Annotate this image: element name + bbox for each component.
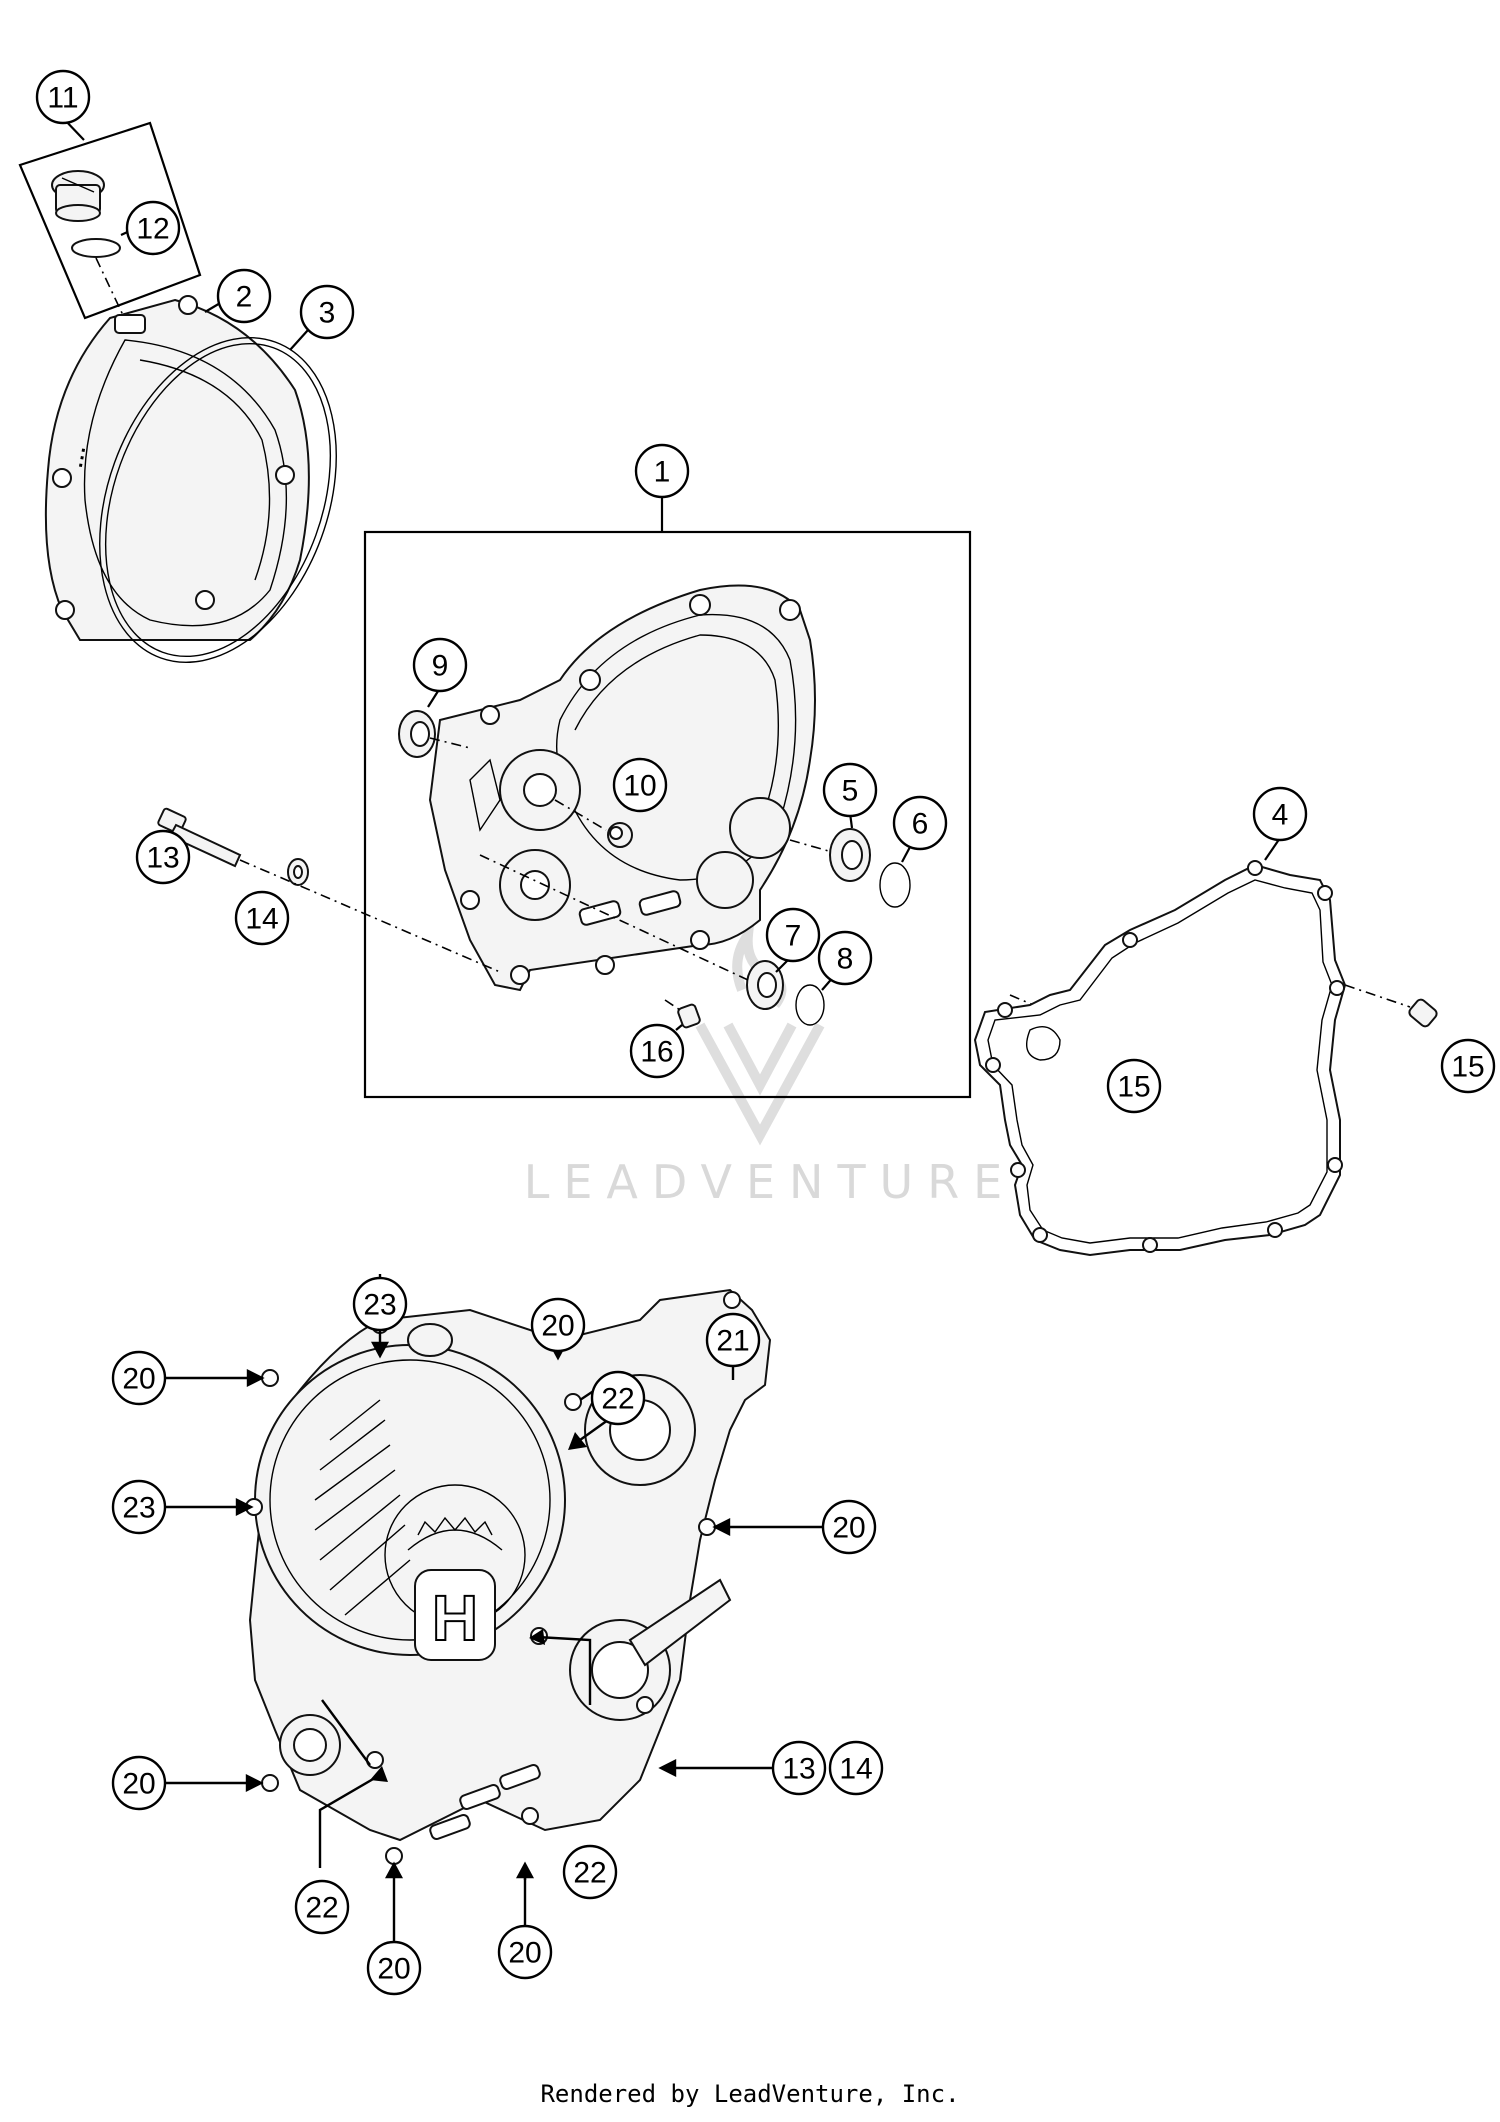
callout-4: 4 xyxy=(1252,786,1308,842)
circlip-6 xyxy=(879,862,911,908)
svg-text:13: 13 xyxy=(782,1753,815,1786)
callout-8: 8 xyxy=(817,930,873,986)
callout-9: 9 xyxy=(412,637,468,693)
svg-text:2: 2 xyxy=(236,281,253,314)
callout-14-bottom: 14 xyxy=(828,1740,884,1796)
callout-22-left-bottom: 22 xyxy=(294,1879,350,1935)
callout-20-left-bottom: 20 xyxy=(111,1755,167,1811)
svg-text:10: 10 xyxy=(623,770,656,803)
svg-text:23: 23 xyxy=(363,1289,396,1322)
circlip-8 xyxy=(795,984,825,1026)
callout-12: 12 xyxy=(125,200,181,256)
shaft-seal-7 xyxy=(479,854,784,1010)
dowel-15b xyxy=(1344,984,1438,1028)
bolt-13 xyxy=(157,807,242,868)
svg-text:20: 20 xyxy=(541,1310,574,1343)
callout-2: 2 xyxy=(216,268,272,324)
callout-3: 3 xyxy=(299,284,355,340)
svg-text:20: 20 xyxy=(122,1363,155,1396)
svg-text:23: 23 xyxy=(122,1492,155,1525)
callout-11: 11 xyxy=(35,69,91,125)
cover-gasket-3 xyxy=(99,337,337,663)
svg-text:22: 22 xyxy=(601,1383,634,1416)
clutch-cover-exterior: H xyxy=(245,1288,772,1865)
cover-gasket-4 xyxy=(973,860,1347,1257)
svg-text:15: 15 xyxy=(1451,1051,1484,1084)
callout-20-left-top: 20 xyxy=(111,1350,167,1406)
callout-6: 6 xyxy=(892,795,948,851)
svg-text:7: 7 xyxy=(785,920,802,953)
clutch-cover-assembly-box xyxy=(363,497,972,1099)
callout-13-top: 13 xyxy=(135,829,191,885)
footer-credit: Rendered by LeadVenture, Inc. xyxy=(540,2080,959,2108)
svg-text:11: 11 xyxy=(47,82,78,115)
svg-text:5: 5 xyxy=(842,775,859,808)
svg-text:3: 3 xyxy=(319,297,336,330)
svg-text:13: 13 xyxy=(146,842,179,875)
svg-text:8: 8 xyxy=(837,943,854,976)
callout-15-right: 15 xyxy=(1440,1038,1496,1094)
callout-15-left: 15 xyxy=(1106,1058,1162,1114)
svg-text:22: 22 xyxy=(305,1892,338,1925)
svg-text:14: 14 xyxy=(245,903,278,936)
callout-22-right-bottom: 22 xyxy=(562,1844,618,1900)
svg-text:6: 6 xyxy=(912,808,929,841)
svg-text:▪ ▪ ▪: ▪ ▪ ▪ xyxy=(73,447,90,469)
callout-21: 21 xyxy=(705,1312,761,1368)
shaft-seal-9 xyxy=(398,710,471,758)
washer-14 xyxy=(287,858,309,886)
svg-text:12: 12 xyxy=(136,213,169,246)
callout-23-left: 23 xyxy=(111,1479,167,1535)
callout-14-top: 14 xyxy=(234,890,290,946)
bushing-10 xyxy=(554,799,633,848)
svg-text:20: 20 xyxy=(377,1953,410,1986)
callout-20-top: 20 xyxy=(530,1297,586,1353)
svg-text:20: 20 xyxy=(508,1937,541,1970)
callout-20-bottom-right: 20 xyxy=(497,1924,553,1980)
watermark-text: LEADVENTURE xyxy=(524,1155,1017,1209)
svg-text:9: 9 xyxy=(432,650,449,683)
outer-clutch-cover: ▪ ▪ ▪ xyxy=(44,295,310,641)
svg-text:21: 21 xyxy=(716,1325,749,1358)
shaft-seal-5 xyxy=(789,828,871,882)
callout-16: 16 xyxy=(629,1023,685,1079)
brand-logo: H xyxy=(384,1484,526,1661)
callout-10: 10 xyxy=(612,757,668,813)
svg-text:1: 1 xyxy=(654,456,671,489)
callout-5: 5 xyxy=(822,762,878,818)
svg-text:20: 20 xyxy=(122,1768,155,1801)
callout-20-right: 20 xyxy=(821,1499,877,1555)
svg-text:H: H xyxy=(432,1582,478,1654)
svg-text:15: 15 xyxy=(1117,1071,1150,1104)
svg-text:22: 22 xyxy=(573,1857,606,1890)
svg-text:16: 16 xyxy=(640,1036,673,1069)
plug-16 xyxy=(664,999,701,1029)
svg-text:20: 20 xyxy=(832,1512,865,1545)
o-ring-12 xyxy=(71,238,121,258)
callout-23-top: 23 xyxy=(352,1276,408,1332)
callout-13-bottom: 13 xyxy=(771,1740,827,1796)
svg-text:4: 4 xyxy=(1272,799,1289,832)
callout-22-top: 22 xyxy=(590,1370,646,1426)
svg-text:14: 14 xyxy=(839,1753,872,1786)
oil-filler-cap xyxy=(51,170,105,222)
callout-1: 1 xyxy=(634,443,690,499)
callout-7: 7 xyxy=(765,907,821,963)
callout-20-bottom-left: 20 xyxy=(366,1940,422,1996)
